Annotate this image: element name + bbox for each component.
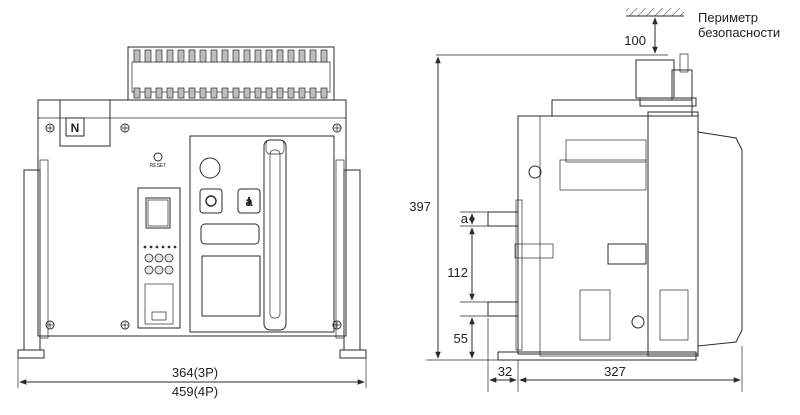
svg-text:a: a: [461, 211, 469, 226]
svg-text:327: 327: [604, 364, 626, 379]
safety-perimeter-line: [626, 8, 684, 17]
top-terminal-block: [127, 46, 335, 101]
svg-text:безопасности: безопасности: [698, 25, 780, 40]
rear-terminals: [487, 199, 523, 351]
side-upper-body: [551, 99, 693, 117]
depth-dimensions: 32 327: [487, 318, 743, 392]
front-width-dimension: 364(3P) 459(4P): [17, 358, 367, 399]
svg-text:I: I: [247, 194, 251, 209]
charging-handle[interactable]: [263, 139, 287, 331]
svg-text:N: N: [71, 121, 80, 135]
svg-text:397: 397: [409, 199, 431, 214]
on-button[interactable]: a I: [237, 188, 261, 214]
side-main-body: [517, 115, 699, 355]
svg-text:364(3P): 364(3P): [172, 365, 218, 380]
svg-text:a: a: [245, 194, 253, 209]
clearance-dimension: 100: [436, 17, 668, 56]
trip-unit: [137, 187, 181, 329]
charge-indicator: [199, 157, 221, 179]
side-top-connector: [635, 53, 697, 107]
svg-text:Периметр: Периметр: [698, 10, 758, 25]
reset-button[interactable]: RESET: [150, 152, 167, 169]
svg-text:459(4P): 459(4P): [172, 384, 218, 399]
svg-text:RESET: RESET: [150, 163, 167, 169]
svg-text:112: 112: [447, 265, 468, 280]
breaker-body: [37, 99, 347, 337]
svg-text:32: 32: [498, 364, 512, 379]
neutral-badge: N: [65, 117, 85, 137]
height-dimension: 397: [409, 56, 500, 361]
trip-unit-display: [145, 197, 171, 229]
svg-text:100: 100: [624, 33, 646, 48]
position-indicator-window: [201, 255, 261, 317]
svg-text:55: 55: [454, 331, 468, 346]
control-panel: a I: [189, 135, 335, 333]
front-screws: [45, 123, 342, 330]
status-window: [200, 223, 260, 245]
right-mounting-foot: [339, 349, 367, 359]
side-base-rail: [497, 351, 697, 361]
off-button[interactable]: [199, 188, 223, 214]
left-mounting-foot: [17, 349, 45, 359]
front-view: N RESET a I: [17, 46, 367, 399]
side-view: Периметр безопасности 100: [409, 8, 780, 392]
terminal-spacing-dimensions: a 112 55: [447, 211, 490, 359]
